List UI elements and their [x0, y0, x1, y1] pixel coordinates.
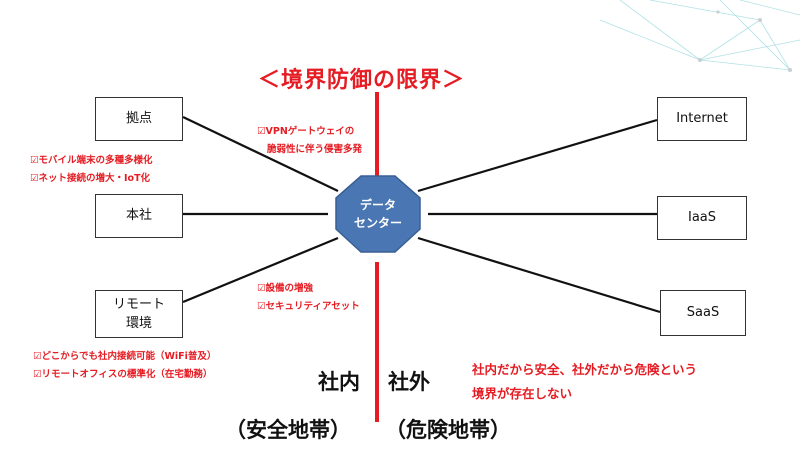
note-mobile-line2: ☑ネット接続の増大・IoT化 — [30, 173, 151, 185]
diagram-title: ＜境界防御の限界＞ — [258, 68, 466, 93]
node-remote-label-line1: リモート — [112, 296, 165, 312]
node-saas-label: SaaS — [686, 305, 720, 321]
connector-saas — [417, 236, 661, 314]
note-vpn-line2: 脆弱性に伴う侵害多発 — [267, 144, 363, 156]
note-security-line1: ☑設備の増強 — [257, 283, 314, 294]
data-center-label: データ センター — [336, 196, 420, 232]
node-kyoten: 拠点 — [95, 97, 183, 141]
note-remote-line1: ☑どこからでも社内接続可能（WiFi普及） — [33, 351, 217, 362]
connector-kyoten — [182, 116, 339, 192]
node-remote: リモート 環境 — [95, 290, 183, 338]
zone-outside-sub: （危険地帯） — [385, 418, 511, 442]
zone-outside-label: 社外 — [388, 370, 430, 394]
note-remote-line2: ☑リモートオフィスの標準化（在宅勤務） — [33, 369, 213, 381]
note-mobile: ☑モバイル端末の多種多様化 ☑ネット接続の増大・IoT化 — [30, 152, 153, 188]
decorative-network-graphic — [599, 0, 800, 71]
deco-dot — [716, 10, 720, 14]
connector-internet — [417, 118, 658, 193]
node-honsha: 本社 — [95, 194, 183, 238]
note-mobile-line1: ☑モバイル端末の多種多様化 — [30, 155, 153, 166]
connector-remote — [182, 236, 339, 304]
deco-dot — [758, 18, 762, 22]
note-security: ☑設備の増強 ☑セキュリティアセット — [257, 280, 360, 316]
node-kyoten-label: 拠点 — [125, 111, 152, 127]
note-vpn: ☑VPNゲートウェイの 脆弱性に伴う侵害多発 — [257, 123, 362, 159]
node-internet-label: Internet — [676, 111, 728, 127]
node-iaas: IaaS — [657, 196, 747, 240]
data-center-label-line1: データ — [359, 198, 396, 212]
note-vpn-line1: ☑VPNゲートウェイの — [257, 126, 355, 137]
node-honsha-label: 本社 — [125, 208, 152, 224]
boundary-message: 社内だから安全、社外だから危険という 境界が存在しない — [472, 358, 697, 406]
node-iaas-label: IaaS — [687, 210, 717, 226]
boundary-message-line2: 境界が存在しない — [472, 385, 573, 401]
note-security-line2: ☑セキュリティアセット — [257, 301, 360, 313]
zone-inside-label: 社内 — [318, 370, 360, 394]
data-center-label-line2: センター — [353, 216, 402, 230]
data-center-node — [335, 175, 421, 253]
node-remote-label-line2: 環境 — [125, 316, 152, 331]
deco-dot — [698, 58, 702, 62]
zone-inside-sub: （安全地帯） — [225, 418, 351, 442]
node-internet: Internet — [657, 97, 747, 141]
boundary-message-line1: 社内だから安全、社外だから危険という — [472, 362, 698, 377]
note-remote: ☑どこからでも社内接続可能（WiFi普及） ☑リモートオフィスの標準化（在宅勤務… — [33, 348, 216, 384]
deco-dot — [788, 68, 792, 72]
node-saas: SaaS — [660, 290, 746, 336]
